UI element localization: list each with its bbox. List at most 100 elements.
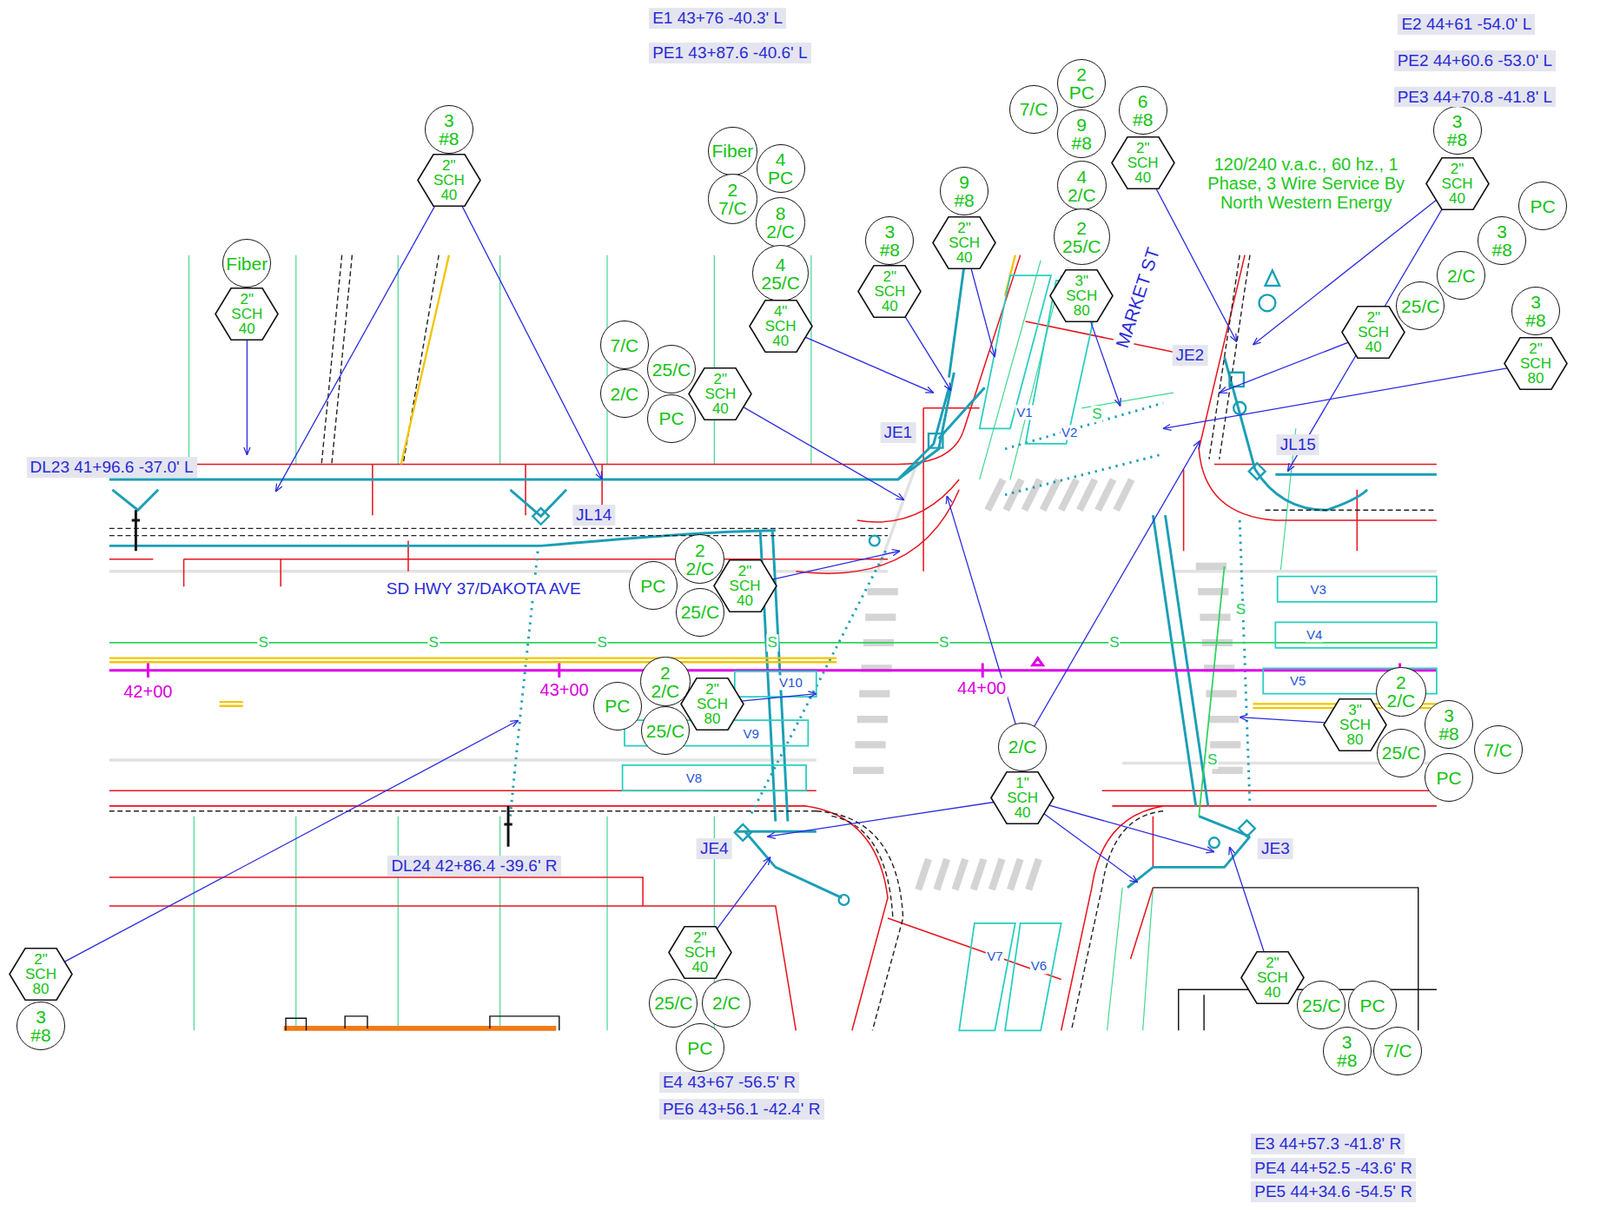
cable-count: 3 #8 — [1525, 292, 1546, 330]
cable-circle: 3 #8 — [424, 105, 474, 154]
cable-count: 25/C — [652, 360, 691, 379]
text-stack: 2 PC — [1069, 65, 1095, 102]
conduit-hexagon: 2" SCH 40 — [932, 216, 996, 270]
loop-id: V3 — [1309, 581, 1328, 597]
text-stack: 25/C — [652, 360, 691, 379]
loop-id: V10 — [778, 674, 804, 690]
conduit-hexagon: 2" SCH 40 — [1426, 157, 1489, 211]
cable-count: 3 #8 — [30, 1007, 51, 1045]
cable-circle: 25/C — [1296, 980, 1346, 1030]
hexagon-shape — [1050, 270, 1113, 322]
cable-count: 25/C — [646, 721, 685, 741]
text-stack: 2" SCH 40 — [729, 563, 761, 609]
conduit-size: 2" SCH 40 — [729, 563, 761, 609]
loop-id: V4 — [1305, 627, 1323, 642]
cable-circle: 2 2/C — [674, 534, 725, 584]
cable-circle: 3 #8 — [865, 216, 914, 265]
hexagon-shape — [749, 300, 813, 352]
cable-circle: Fiber — [707, 126, 757, 176]
conduit-size: 2" SCH 40 — [948, 220, 980, 265]
coordinate-label: E4 43+67 -56.5' R — [659, 1071, 800, 1093]
text-stack: 2" SCH 40 — [948, 220, 980, 265]
bored-conduit — [509, 403, 1250, 817]
cable-circle: 7/C — [600, 320, 649, 370]
text-stack: 3 #8 — [1447, 112, 1468, 149]
sewer-mark: S — [938, 634, 950, 652]
loop-id: V7 — [985, 948, 1004, 964]
cable-circle: 9 #8 — [939, 166, 989, 216]
text-stack: 2/C — [712, 993, 741, 1012]
conduit-hexagon: 2" SCH 40 — [1342, 305, 1405, 359]
leader-line — [1163, 363, 1536, 429]
sewer-mark: S — [1206, 751, 1218, 769]
text-stack: 2" SCH 40 — [684, 930, 716, 975]
service-note: 120/240 v.a.c., 60 hz., 1 Phase, 3 Wire … — [1196, 154, 1416, 212]
conduit-hexagon: 2" SCH 40 — [714, 559, 777, 613]
text-stack: 3 #8 — [1438, 706, 1459, 743]
box-id: JE1 — [879, 422, 916, 443]
text-stack: PC — [604, 696, 630, 715]
text-stack: Fiber — [225, 254, 268, 273]
text-stack: 25/C — [1381, 743, 1421, 762]
text-stack: PC — [1530, 197, 1556, 216]
loop-id: V1 — [1015, 404, 1033, 420]
cable-circle: 25/C — [1376, 728, 1426, 778]
text-stack: 3 #8 — [1492, 222, 1513, 259]
conduit-size: 2" SCH 80 — [25, 952, 57, 997]
cable-count: 3 #8 — [1492, 222, 1513, 259]
hexagon-shape — [215, 288, 278, 340]
text-stack: 2" SCH 80 — [1520, 341, 1552, 386]
cable-count: PC — [1359, 996, 1385, 1015]
hexagon-shape — [991, 772, 1054, 824]
cable-count: Fiber — [712, 141, 754, 160]
conduit-hexagon: 3" SCH 80 — [1323, 698, 1387, 752]
hexagon-shape — [714, 560, 777, 612]
conduit-size: 2" SCH 40 — [1256, 955, 1289, 1000]
centerline — [109, 658, 1437, 678]
cable-count: 7/C — [610, 336, 640, 355]
cable-count: PC — [604, 696, 630, 715]
text-stack: 25/C — [646, 721, 685, 741]
loop-id: V8 — [685, 771, 703, 787]
cable-count: 2 2/C — [651, 663, 681, 701]
conduit-size: 2" SCH 40 — [1357, 310, 1389, 355]
text-stack: 9 #8 — [953, 172, 974, 210]
cable-circle: 2 25/C — [1053, 208, 1111, 265]
loop-id: V5 — [1289, 673, 1307, 688]
leader-line — [766, 797, 1023, 837]
text-stack: PC — [658, 409, 684, 428]
text-stack: 7/C — [1483, 740, 1513, 760]
text-stack: 2 25/C — [1062, 218, 1101, 256]
cable-count: 3 #8 — [1438, 706, 1459, 743]
hexagon-shape — [858, 265, 921, 318]
text-stack: 2" SCH 40 — [1441, 161, 1474, 206]
coordinate-label: E3 44+57.3 -41.8' R — [1250, 1133, 1405, 1155]
conduit-size: 2" SCH 40 — [873, 269, 906, 314]
text-stack: 7/C — [1019, 99, 1049, 119]
text-stack: 4 PC — [767, 150, 794, 187]
cable-count: 7/C — [1383, 1041, 1413, 1060]
cable-circle: 2/C — [701, 978, 751, 1028]
sanitary-sewer — [109, 566, 1437, 817]
box-id: JE4 — [696, 838, 733, 860]
conduit-size: 2" SCH 40 — [231, 291, 263, 337]
cable-count: 3 #8 — [1447, 112, 1468, 149]
leader-line — [946, 495, 1023, 748]
cable-circle: 7/C — [1474, 725, 1523, 774]
text-stack: 1" SCH 40 — [1006, 775, 1039, 820]
sewer-mark: S — [595, 634, 608, 652]
street-name: SD HWY 37/DAKOTA AVE — [383, 578, 584, 600]
text-stack: PC — [640, 576, 666, 596]
text-stack: 2/C — [1008, 737, 1038, 756]
conduit-size: 2" SCH 40 — [684, 930, 716, 975]
station-label: 42+00 — [121, 681, 174, 702]
cable-count: Fiber — [225, 254, 268, 273]
cable-circle: 25/C — [647, 344, 696, 394]
cable-circle: 3 #8 — [1477, 216, 1527, 265]
text-stack: 9 #8 — [1071, 115, 1092, 153]
text-stack: 2" SCH 40 — [231, 291, 263, 337]
coordinate-label: PE4 44+52.5 -43.6' R — [1250, 1157, 1416, 1179]
text-stack: PC — [687, 1038, 713, 1058]
cable-count: 25/C — [1401, 297, 1440, 316]
